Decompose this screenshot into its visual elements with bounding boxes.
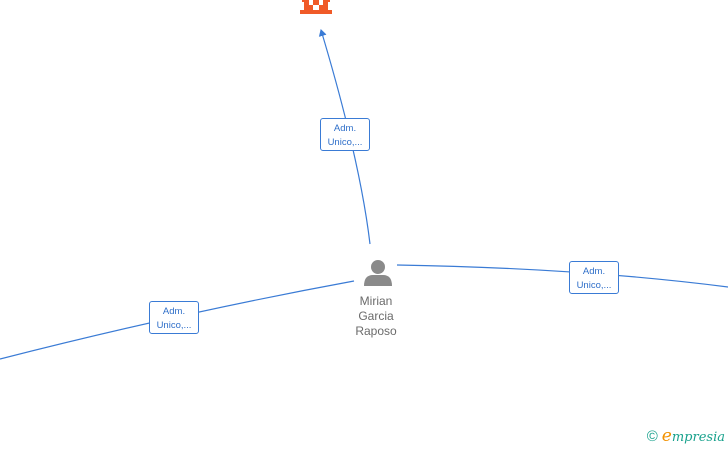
relation-label-line: Unico,... xyxy=(327,137,363,148)
relation-label-line: Adm. xyxy=(582,266,606,277)
brand-name: mpresia xyxy=(671,430,725,445)
person-icon[interactable] xyxy=(364,260,392,286)
relation-label-line: Adm. xyxy=(333,123,357,134)
person-name[interactable]: Mirian Garcia Raposo xyxy=(340,294,412,339)
brand-initial: e xyxy=(661,426,672,446)
relation-label-line: Adm. xyxy=(162,306,186,317)
edge-right[interactable] xyxy=(396,264,728,288)
brand-logo: empresia xyxy=(662,426,725,446)
watermark: © empresia xyxy=(647,426,725,446)
relation-label-line: Unico,... xyxy=(156,320,192,331)
relation-label-left[interactable]: Adm. Unico,... xyxy=(149,301,199,334)
person-name-line: Mirian xyxy=(359,294,393,308)
relation-label-right[interactable]: Adm. Unico,... xyxy=(569,261,619,294)
relation-label-line: Unico,... xyxy=(576,280,612,291)
building-icon[interactable] xyxy=(300,0,332,14)
person-name-line: Garcia xyxy=(358,309,394,323)
relation-label-top[interactable]: Adm. Unico,... xyxy=(320,118,370,151)
person-name-line: Raposo xyxy=(355,324,397,338)
copyright-symbol: © xyxy=(646,427,658,445)
